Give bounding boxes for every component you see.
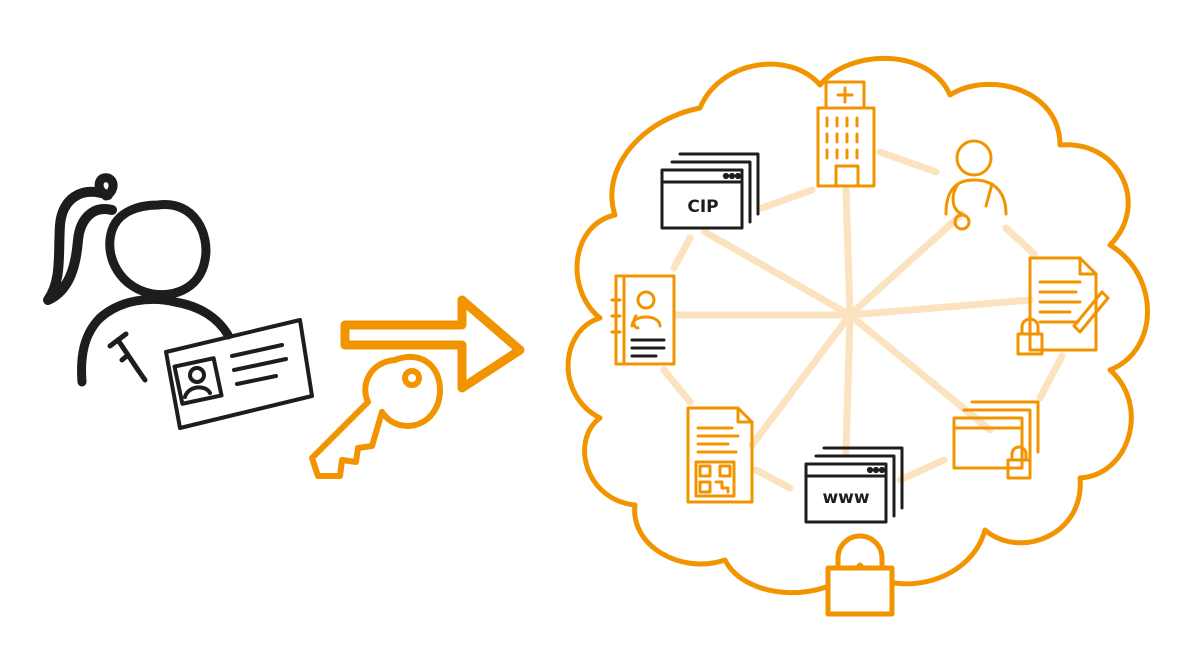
rim-connector: [876, 148, 940, 176]
cip-label: CIP: [687, 197, 718, 217]
rim-connector: [896, 456, 948, 484]
vaccination-record-book-icon: [610, 274, 676, 366]
qr-code-document-icon: [686, 406, 754, 504]
doctor-icon: [944, 139, 1008, 231]
key-arrow-icon: [309, 295, 525, 479]
woman-with-vaccination-card-icon: [43, 173, 314, 430]
rim-connector: [670, 234, 694, 272]
rim-connector: [752, 466, 794, 492]
spoke-line: [846, 210, 966, 319]
spoke-line: [842, 311, 854, 456]
spoke-line: [748, 311, 854, 449]
spoke-line: [846, 296, 1034, 319]
rim-connector: [660, 366, 694, 406]
rim-connector: [1002, 224, 1038, 258]
locked-signed-document-icon: [1016, 256, 1110, 356]
rim-connector: [1036, 352, 1066, 402]
padlock-icon: [825, 533, 895, 617]
hospital-icon: [816, 80, 876, 188]
www-label: www: [822, 488, 869, 508]
rim-connector: [758, 186, 816, 212]
spoke-line: [842, 186, 854, 319]
spoke-line: [701, 228, 854, 319]
website-windows-icon: [804, 446, 904, 524]
locked-folder-icon: [952, 400, 1040, 480]
cloud-icon: [565, 56, 1150, 595]
cip-windows-icon: [660, 152, 760, 230]
network-hub: [660, 148, 1066, 492]
spoke-line: [846, 311, 994, 434]
